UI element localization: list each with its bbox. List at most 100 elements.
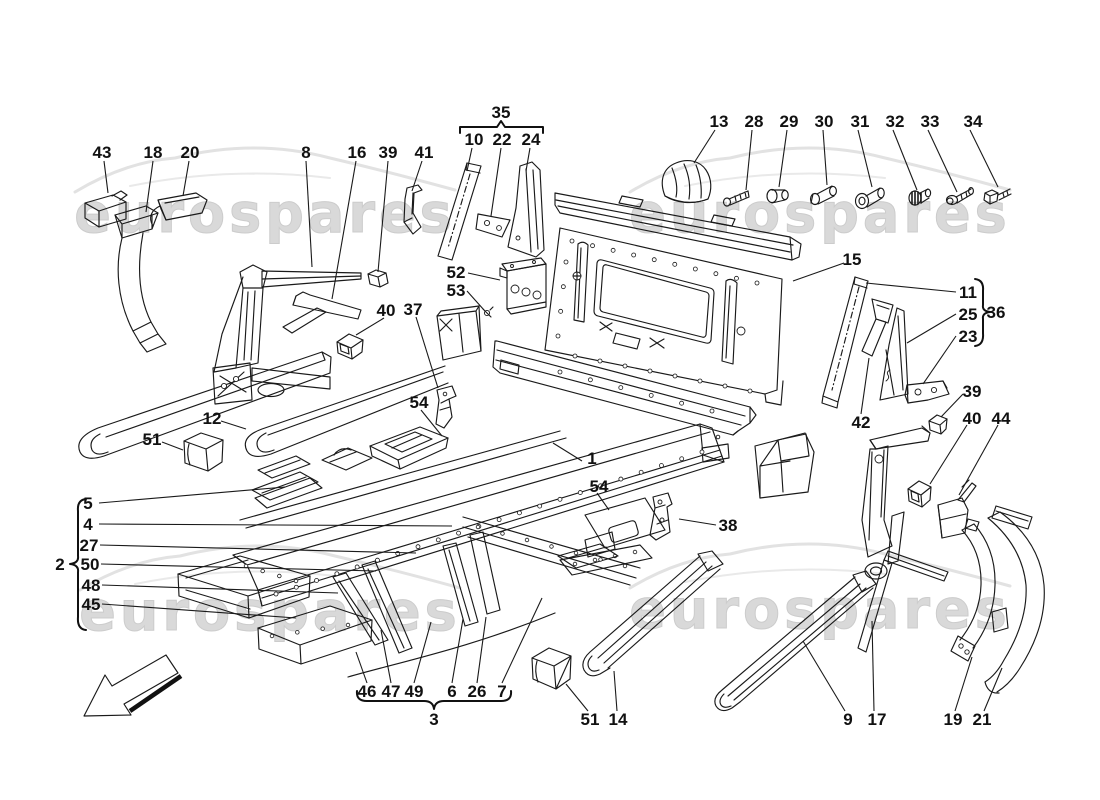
part-label-49: 49 (405, 682, 424, 701)
front-pillar-drawing (212, 264, 331, 405)
car-swoosh-icon (684, 172, 886, 187)
part-17-drawing (857, 550, 949, 653)
part-label-51: 51 (581, 710, 600, 729)
part-20-drawing (150, 192, 208, 227)
part-label-39: 39 (963, 382, 982, 401)
part-label-18: 18 (144, 143, 163, 162)
watermark-text: eurospares (629, 182, 1010, 245)
part-label-1: 1 (587, 449, 596, 468)
part-23-drawing (904, 380, 950, 404)
part-43-drawing (84, 190, 128, 228)
part-12-rails-drawing (78, 351, 449, 459)
part-label-11: 11 (959, 283, 977, 302)
part-label-40: 40 (377, 301, 396, 320)
part-39-left-cube-drawing (367, 269, 389, 288)
part-label-38: 38 (719, 516, 738, 535)
watermark-layer: eurospares eurospares eurospares eurospa… (73, 146, 1012, 644)
part-label-3: 3 (429, 710, 438, 729)
part-label-44: 44 (992, 409, 1011, 428)
end-funnel-drawing (754, 432, 815, 499)
part-40-right-cube-drawing (907, 480, 932, 508)
part-label-23: 23 (959, 327, 978, 346)
part-label-9: 9 (843, 710, 852, 729)
watermark-text: eurospares (629, 578, 1010, 641)
part-label-6: 6 (447, 682, 456, 701)
part-label-2: 2 (55, 555, 64, 574)
part-label-15: 15 (843, 250, 862, 269)
part-label-24: 24 (522, 130, 541, 149)
part-22-drawing (475, 213, 511, 238)
part-24-drawing (507, 161, 545, 258)
part-8-beam-drawing (261, 270, 362, 288)
part-label-12: 12 (203, 409, 222, 428)
part-label-51: 51 (143, 430, 162, 449)
part-15-panel-drawing (544, 192, 802, 406)
part-19-arc-drawing (950, 518, 996, 662)
part-label-28: 28 (745, 112, 764, 131)
part-label-42: 42 (852, 413, 871, 432)
part-41-drawing (403, 184, 423, 235)
floor-ribs-drawing (332, 531, 501, 654)
car-swoosh-icon (628, 146, 1012, 194)
part-label-7: 7 (497, 682, 506, 701)
watermark-text: eurospares (74, 182, 455, 245)
part-label-54: 54 (590, 477, 609, 496)
bracket-2 (69, 498, 87, 631)
part-51-lower-cube-drawing (531, 647, 572, 690)
group-brackets (69, 120, 991, 710)
part-label-45: 45 (82, 595, 101, 614)
part-10-strip-drawing (437, 162, 482, 261)
part-label-14: 14 (609, 710, 628, 729)
part-9-sill-drawing (714, 570, 877, 712)
part-label-30: 30 (815, 112, 834, 131)
car-swoosh-icon (129, 172, 331, 187)
part-54-lower-drawing (557, 497, 666, 569)
car-swoosh-icon (628, 542, 1012, 590)
part-1-spine-beam-drawing (232, 423, 730, 607)
diagram-art (78, 160, 1045, 717)
part-label-4: 4 (83, 515, 93, 534)
part-40-left-cube-drawing (336, 333, 364, 360)
part-label-53: 53 (447, 281, 466, 300)
bracket-36 (974, 278, 991, 347)
leader-lines (98, 129, 1003, 712)
rear-crossmember-drawing (492, 340, 757, 436)
part-51-upper-cube-drawing (183, 432, 224, 472)
floor-tray-lower-drawing (257, 605, 373, 665)
part-14-sill-drawing (582, 550, 724, 677)
watermark-text: eurospares (79, 580, 460, 643)
fasteners-drawing (722, 185, 1012, 210)
part-54-upper-drawing (369, 426, 449, 470)
floor-upper-plates-drawing (239, 430, 567, 529)
part-label-17: 17 (868, 710, 887, 729)
part-label-46: 46 (358, 682, 377, 701)
part-38-drawing (649, 492, 673, 541)
part-label-33: 33 (921, 112, 940, 131)
part-label-8: 8 (301, 143, 310, 162)
part-label-35: 35 (492, 103, 511, 122)
part-16-drawing (282, 291, 362, 334)
part-label-40: 40 (963, 409, 982, 428)
part-label-29: 29 (780, 112, 799, 131)
part-37-drawing (435, 385, 457, 429)
part-label-31: 31 (851, 112, 870, 131)
part-25-drawing (879, 307, 909, 401)
part-39-right-cube-drawing (928, 414, 948, 435)
part-label-37: 37 (404, 300, 423, 319)
part-label-50: 50 (81, 555, 100, 574)
part-label-16: 16 (348, 143, 367, 162)
floor-right-rails-drawing (462, 516, 641, 586)
part-label-43: 43 (93, 143, 112, 162)
part-label-13: 13 (710, 112, 729, 131)
part-18-drawing (114, 205, 167, 353)
part-label-32: 32 (886, 112, 905, 131)
part-label-10: 10 (465, 130, 484, 149)
part-label-26: 26 (468, 682, 487, 701)
part-label-34: 34 (964, 112, 983, 131)
part-11-strip-drawing (821, 276, 869, 409)
part-label-21: 21 (973, 710, 992, 729)
bracket-3 (355, 690, 513, 710)
